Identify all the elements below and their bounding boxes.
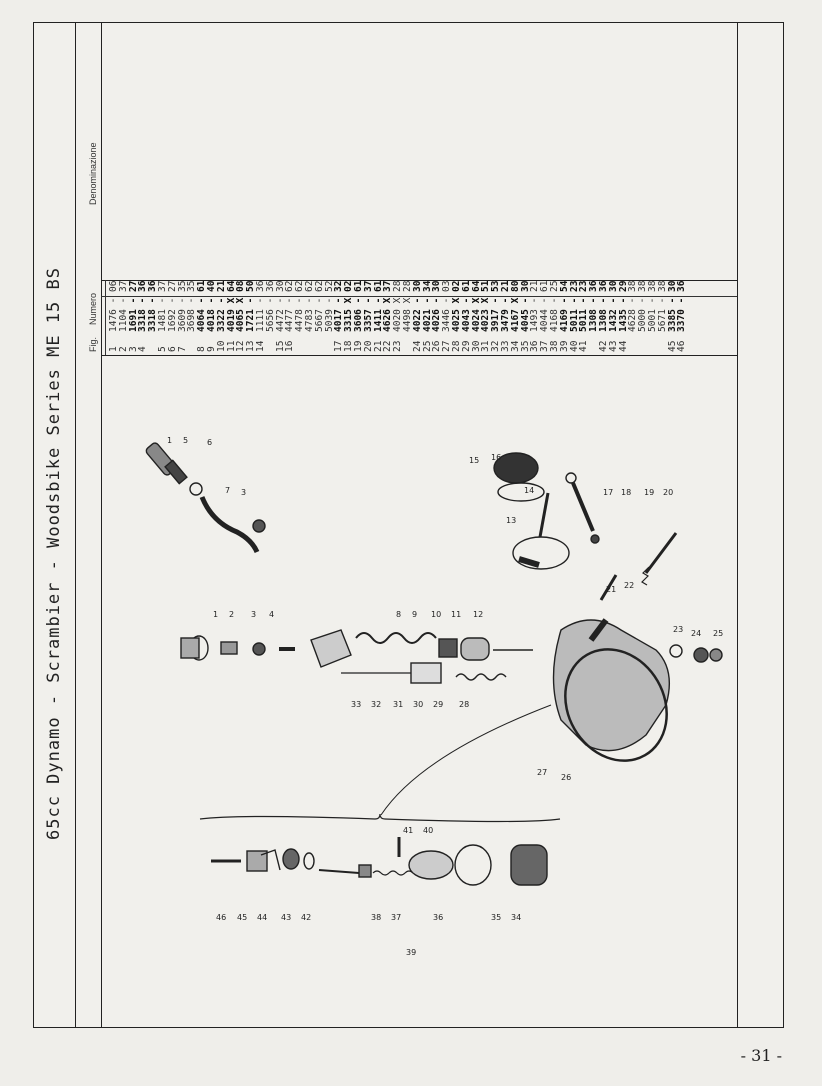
- callout-label: 7: [225, 486, 230, 495]
- table-column-divider: [737, 22, 738, 1028]
- table-row-fig: 14: [255, 340, 266, 352]
- page-title: 65cc Dynamo - Scrambier - Woodsbike Seri…: [44, 267, 64, 840]
- callout-label: 1: [167, 436, 172, 445]
- table-row-numero: 3370 - 36: [676, 280, 688, 332]
- callout-label: 27: [537, 768, 547, 777]
- callout-label: 9: [412, 610, 417, 619]
- group-bracket: [199, 813, 561, 823]
- callout-label: 22: [624, 581, 634, 590]
- page-frame: [33, 22, 784, 1028]
- table-border-bottom: [101, 355, 737, 356]
- callout-label: 28: [459, 700, 469, 709]
- cover-spring-group: [310, 629, 533, 684]
- table-border-left: [101, 280, 102, 355]
- table-row-fig: 4: [137, 346, 149, 352]
- carburetor-exploded-diagram: 1 5 6 7 3 15 16 17 18 19 20 13 14 21 22 …: [145, 436, 723, 957]
- callout-label: 2: [229, 610, 234, 619]
- callout-label: 1: [213, 610, 218, 619]
- table-row-fig: 23: [392, 340, 404, 352]
- callout-label: 19: [644, 488, 654, 497]
- clamp-group: [493, 452, 600, 570]
- callout-label: 45: [237, 913, 247, 922]
- callout-label: 23: [673, 625, 683, 634]
- callout-label: 42: [301, 913, 311, 922]
- col-divider-fig-numero: [101, 296, 737, 297]
- callout-label: 43: [281, 913, 291, 922]
- callout-label: 14: [524, 486, 534, 495]
- table-row-fig: 46: [676, 340, 688, 352]
- callout-label: 46: [216, 913, 226, 922]
- callout-label: 29: [433, 700, 443, 709]
- callout-label: 37: [391, 913, 401, 922]
- callout-label: 17: [603, 488, 613, 497]
- callout-label: 30: [413, 700, 423, 709]
- callout-label: 25: [713, 629, 723, 638]
- callout-label: 32: [371, 700, 381, 709]
- callout-label: 13: [506, 516, 516, 525]
- table-header-divider: [105, 280, 106, 355]
- callout-label: 33: [351, 700, 361, 709]
- callout-label: 21: [606, 585, 616, 594]
- table-row-fig: 44: [617, 340, 629, 352]
- middle-fittings: [180, 635, 295, 661]
- callout-label: 26: [561, 773, 571, 782]
- leader-curve: [380, 704, 552, 816]
- header-fig: Fig.: [88, 336, 98, 352]
- callout-label: 3: [251, 610, 256, 619]
- callout-label: 15: [469, 456, 479, 465]
- lower-parts-group: [211, 837, 548, 886]
- callout-label: 40: [423, 826, 433, 835]
- callout-label: 10: [431, 610, 441, 619]
- page-number: - 31 -: [740, 1046, 782, 1065]
- table-row-fig: 16: [284, 340, 296, 352]
- callout-label: 31: [393, 700, 403, 709]
- callout-label: 20: [663, 488, 673, 497]
- callout-label: 36: [433, 913, 443, 922]
- table-row-fig: 41: [578, 340, 590, 352]
- callout-label: 41: [403, 826, 413, 835]
- callout-label: 24: [691, 629, 701, 638]
- callout-label: 44: [257, 913, 267, 922]
- callout-label: 18: [621, 488, 631, 497]
- callout-label: 34: [511, 913, 521, 922]
- callout-label: 39: [406, 948, 416, 957]
- carburetor-body: [552, 574, 723, 762]
- header-numero: Numero: [88, 292, 98, 325]
- callout-label: 3: [241, 488, 246, 497]
- table-border-top: [101, 280, 737, 281]
- callout-label: 16: [491, 453, 501, 462]
- upper-cable-group: [145, 442, 266, 554]
- callout-label: 6: [207, 438, 212, 447]
- table-row-fig: 7: [176, 346, 188, 352]
- header-denominazione: Denominazione: [88, 142, 98, 205]
- callout-label: 4: [269, 610, 274, 619]
- callout-label: 12: [473, 610, 483, 619]
- mixture-screw-group: [641, 532, 678, 586]
- title-column-divider-2: [101, 22, 102, 1028]
- callout-label: 35: [491, 913, 501, 922]
- callout-label: 8: [396, 610, 401, 619]
- callout-label: 5: [183, 436, 188, 445]
- callout-label: 38: [371, 913, 381, 922]
- title-column-divider: [75, 22, 76, 1028]
- table-border-right: [737, 280, 738, 355]
- callout-label: 11: [451, 610, 461, 619]
